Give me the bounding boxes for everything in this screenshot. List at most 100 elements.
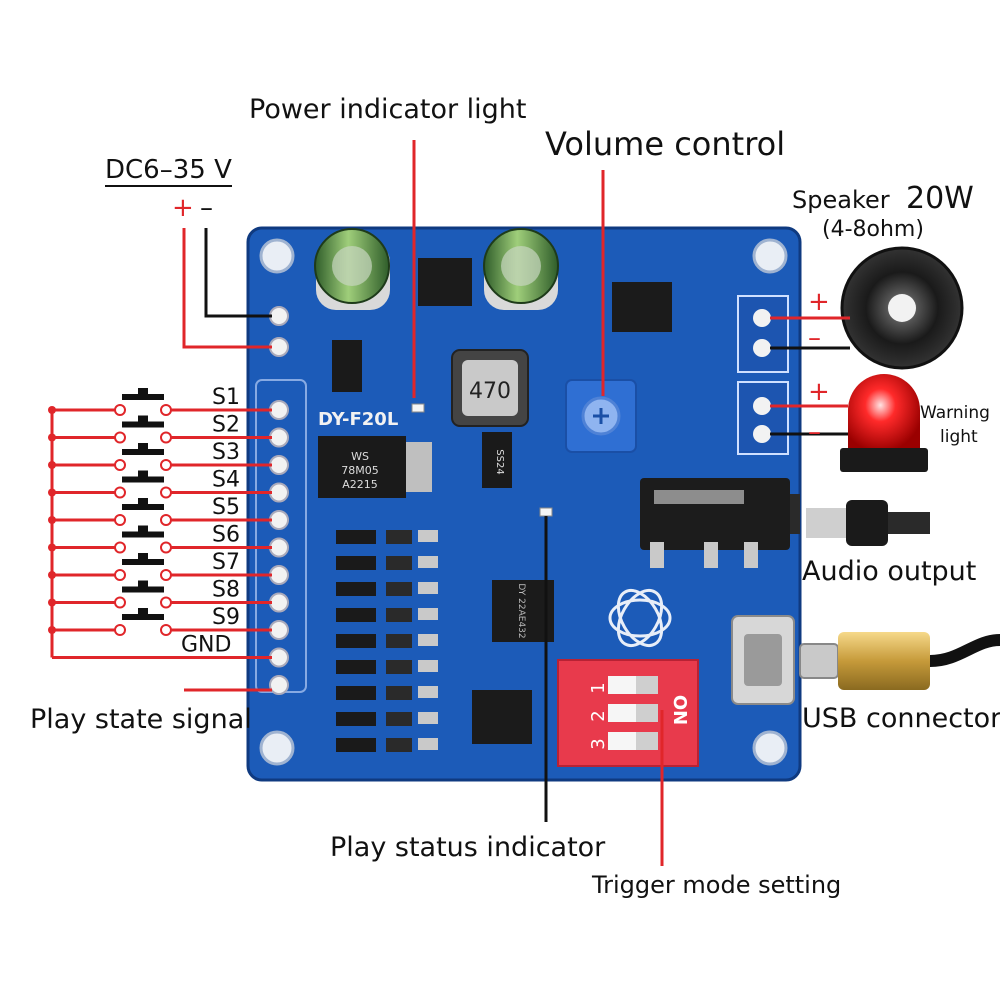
header-pad: [269, 400, 289, 420]
power-minus-sign: –: [200, 193, 213, 223]
speaker-terminal: [737, 295, 789, 373]
mount-hole-br: [752, 730, 788, 766]
speaker-icon: [840, 246, 964, 370]
header-pad: [269, 675, 289, 695]
smd-component: [336, 634, 376, 648]
warning-wires: [770, 404, 848, 436]
smd-component: [336, 712, 376, 726]
smd-component: [336, 660, 376, 674]
input-label-s8: S8: [212, 578, 240, 603]
voltage-regulator: WS 78M05 A2215: [318, 436, 432, 498]
ic-bottom: [472, 690, 532, 744]
push-button-icon: [122, 531, 164, 538]
bus-junction: [48, 516, 56, 524]
switch-contact: [114, 486, 126, 499]
smd-component: [336, 556, 376, 570]
push-button-icon: [122, 559, 164, 565]
smd-component: [418, 634, 438, 646]
switch-contact: [114, 596, 126, 609]
bus-junction: [48, 598, 56, 607]
header-pad: [269, 455, 289, 475]
smd-component: [386, 738, 412, 752]
switch-contact: [114, 404, 126, 416]
push-button-icon: [122, 449, 164, 455]
diode-small: [332, 340, 362, 392]
bus-junction: [48, 406, 56, 414]
ic-top: [418, 258, 472, 306]
header-pad: [269, 537, 289, 558]
pcb-board: 470 DY-F20L WS 78M05 A2215 SS24: [246, 226, 802, 782]
speaker-ohm-label: (4-8ohm): [822, 217, 924, 242]
input-label-s6: S6: [212, 523, 240, 548]
power-wires: [182, 228, 272, 349]
input-label-s9: S9: [212, 605, 240, 630]
inductor-label: 470: [469, 379, 511, 404]
bus-junction: [48, 433, 56, 442]
dip-label-2: 2: [588, 710, 609, 721]
smd-component: [418, 608, 438, 620]
switch-contact: [160, 486, 172, 499]
power-pad-minus: [269, 306, 289, 326]
trigger-mode-label: Trigger mode setting: [591, 871, 841, 899]
capacitor-left: [314, 228, 390, 310]
smd-component: [386, 582, 412, 596]
speaker-wires: [770, 316, 850, 350]
usb-port: [731, 615, 795, 705]
volume-control-label: Volume control: [545, 125, 785, 163]
smd-component: [418, 530, 438, 542]
input-label-s1: S1: [212, 385, 240, 410]
input-label-gnd: GND: [181, 633, 231, 658]
warning-lamp-icon: [840, 374, 928, 472]
push-button-cap: [138, 388, 148, 395]
regulator-line1: WS: [351, 450, 369, 463]
switch-contact: [114, 431, 126, 444]
input-label-s3: S3: [212, 440, 240, 465]
power-led: [411, 403, 425, 413]
smd-component: [386, 660, 412, 674]
input-label-s5: S5: [212, 495, 240, 520]
dip-switch: 1 2 3 ON: [557, 659, 699, 767]
switch-contact: [114, 514, 126, 526]
warning-light-label-1: Warning: [920, 403, 990, 423]
smd-component: [336, 582, 376, 596]
smd-component: [336, 686, 376, 700]
smd-component: [336, 530, 376, 544]
switch-contact: [160, 404, 172, 416]
warning-minus-sign: –: [808, 417, 821, 447]
power-indicator-label: Power indicator light: [249, 94, 527, 125]
push-button-icon: [122, 504, 164, 510]
input-label-s4: S4: [212, 468, 240, 493]
mount-hole-tl: [259, 238, 295, 274]
push-button-icon: [122, 421, 164, 428]
audio-plug-icon: [806, 500, 930, 546]
mount-hole-tr: [752, 238, 788, 274]
push-button-cap: [138, 525, 148, 533]
smd-component: [418, 712, 438, 724]
smd-component: [386, 608, 412, 622]
speaker-watt-label: 20W: [906, 181, 974, 216]
switch-contact: [160, 431, 172, 444]
power-input-label: DC6–35 V: [105, 155, 232, 185]
header-pad: [269, 592, 289, 613]
speaker-title-label: Speaker: [792, 186, 890, 214]
audio-output-label: Audio output: [802, 556, 976, 587]
push-button-cap: [138, 415, 148, 423]
header-pad: [269, 565, 289, 585]
audio-jack: [640, 478, 800, 568]
input-label-s7: S7: [212, 550, 240, 575]
regulator-line2: 78M05: [341, 464, 379, 477]
push-button-cap: [138, 498, 148, 505]
bus-junction: [48, 571, 56, 579]
input-header-pads: [269, 400, 289, 695]
power-pad-plus: [269, 337, 289, 357]
volume-potentiometer: [565, 379, 637, 453]
smd-component: [336, 738, 376, 752]
push-button-cap: [138, 470, 148, 478]
dip-label-3: 3: [588, 738, 609, 749]
smd-component: [418, 738, 438, 750]
bus-junction: [48, 626, 56, 634]
switch-contact: [114, 569, 126, 581]
header-pad: [269, 427, 289, 448]
